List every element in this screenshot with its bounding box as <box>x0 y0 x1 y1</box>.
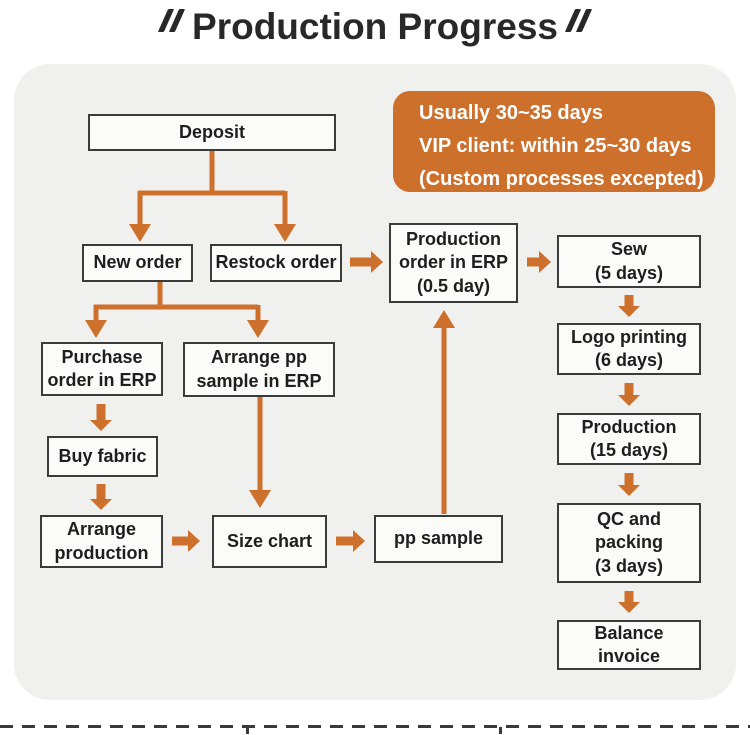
page-title: Production Progress <box>0 2 750 56</box>
node-restock-order: Restock order <box>210 244 342 282</box>
node-new-order: New order <box>82 244 193 282</box>
node-qc-packing: QC and packing (3 days) <box>557 503 701 583</box>
node-size-chart: Size chart <box>212 515 327 568</box>
node-sew: Sew (5 days) <box>557 235 701 288</box>
node-buy-fabric: Buy fabric <box>47 436 158 477</box>
node-arrange-pp-sample-erp: Arrange pp sample in ERP <box>183 342 335 397</box>
lead-time-callout: Usually 30~35 days VIP client: within 25… <box>393 91 715 192</box>
open-quote-icon <box>157 9 186 32</box>
node-production: Production (15 days) <box>557 413 701 465</box>
close-quote-icon <box>564 9 593 32</box>
callout-line-2: VIP client: within 25~30 days <box>419 135 692 157</box>
node-logo-printing: Logo printing (6 days) <box>557 323 701 375</box>
node-arrange-production: Arrange production <box>40 515 163 568</box>
callout-line-1: Usually 30~35 days <box>419 102 604 124</box>
node-pp-sample: pp sample <box>374 515 503 563</box>
page-title-text: Production Progress <box>192 6 558 47</box>
node-purchase-order-erp: Purchase order in ERP <box>41 342 163 396</box>
divider-tick <box>499 727 502 734</box>
node-balance-invoice: Balance invoice <box>557 620 701 670</box>
node-deposit: Deposit <box>88 114 336 151</box>
bottom-dashed-divider <box>0 725 750 728</box>
callout-line-3: (Custom processes excepted) <box>419 168 704 190</box>
node-production-order-erp: Production order in ERP (0.5 day) <box>389 223 518 303</box>
divider-tick <box>246 727 249 734</box>
